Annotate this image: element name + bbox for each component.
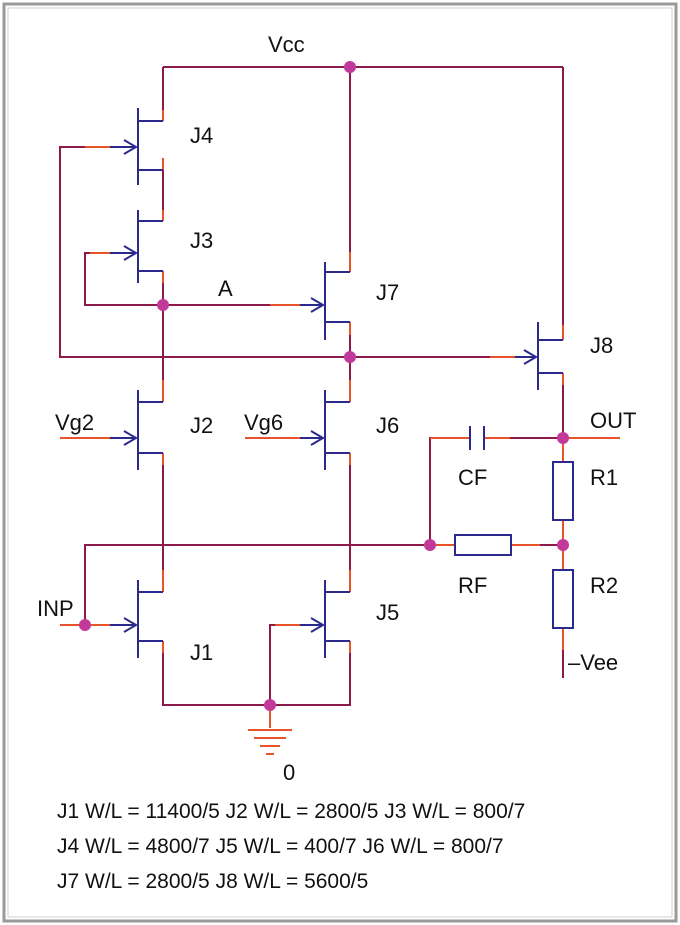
- label-out: OUT: [590, 408, 636, 433]
- label-vg6: Vg6: [244, 410, 283, 435]
- note-line-3: J7 W/L = 2800/5 J8 W/L = 5600/5: [57, 870, 368, 893]
- label-j6: J6: [376, 413, 399, 438]
- label-j1: J1: [190, 640, 213, 665]
- label-r2: R2: [590, 573, 618, 598]
- label-j2: J2: [190, 413, 213, 438]
- capacitor-cf: [469, 426, 485, 450]
- resistor-r1: [552, 461, 574, 521]
- transistor-j7: [300, 262, 350, 340]
- junctions: [79, 61, 569, 711]
- transistor-j8: [515, 322, 563, 390]
- label-vcc: Vcc: [268, 32, 305, 57]
- wire-feedback: [84, 544, 455, 624]
- passive-components: [454, 426, 574, 629]
- label-vg2: Vg2: [55, 410, 94, 435]
- label-j3: J3: [190, 228, 213, 253]
- label-ground: 0: [283, 760, 295, 785]
- label-rf: RF: [458, 573, 487, 598]
- transistor-labels: J1 J2 J3 J4 J5 J6 J7 J8: [190, 123, 613, 665]
- label-j5: J5: [376, 600, 399, 625]
- transistor-j1: [110, 580, 163, 658]
- label-j7: J7: [376, 280, 399, 305]
- label-node-a: A: [218, 276, 233, 301]
- transistor-symbols: [110, 108, 563, 658]
- label-j4: J4: [190, 123, 213, 148]
- ground-symbol: [248, 729, 292, 755]
- wl-notes: J1 W/L = 11400/5 J2 W/L = 2800/5 J3 W/L …: [57, 800, 525, 893]
- resistor-rf: [454, 534, 512, 556]
- label-j8: J8: [590, 333, 613, 358]
- wire-j4-gate-loop: [59, 146, 515, 358]
- wire-ground-bus: [162, 653, 351, 706]
- label-inp: INP: [37, 596, 74, 621]
- transistor-j4: [110, 108, 163, 185]
- transistor-j2: [110, 390, 163, 470]
- label-neg-vee: –Vee: [568, 650, 618, 675]
- note-line-1: J1 W/L = 11400/5 J2 W/L = 2800/5 J3 W/L …: [57, 800, 525, 823]
- net-labels: Vcc A Vg2 Vg6 OUT INP –Vee 0 CF RF R1 R2: [37, 32, 636, 785]
- resistor-r2: [552, 569, 574, 629]
- label-r1: R1: [590, 465, 618, 490]
- label-cf: CF: [458, 465, 487, 490]
- transistor-j6: [300, 390, 350, 470]
- frame-inner-border: [7, 7, 673, 918]
- transistor-j5: [300, 580, 350, 658]
- transistor-j3: [110, 210, 163, 283]
- note-line-2: J4 W/L = 4800/7 J5 W/L = 400/7 J6 W/L = …: [57, 835, 504, 858]
